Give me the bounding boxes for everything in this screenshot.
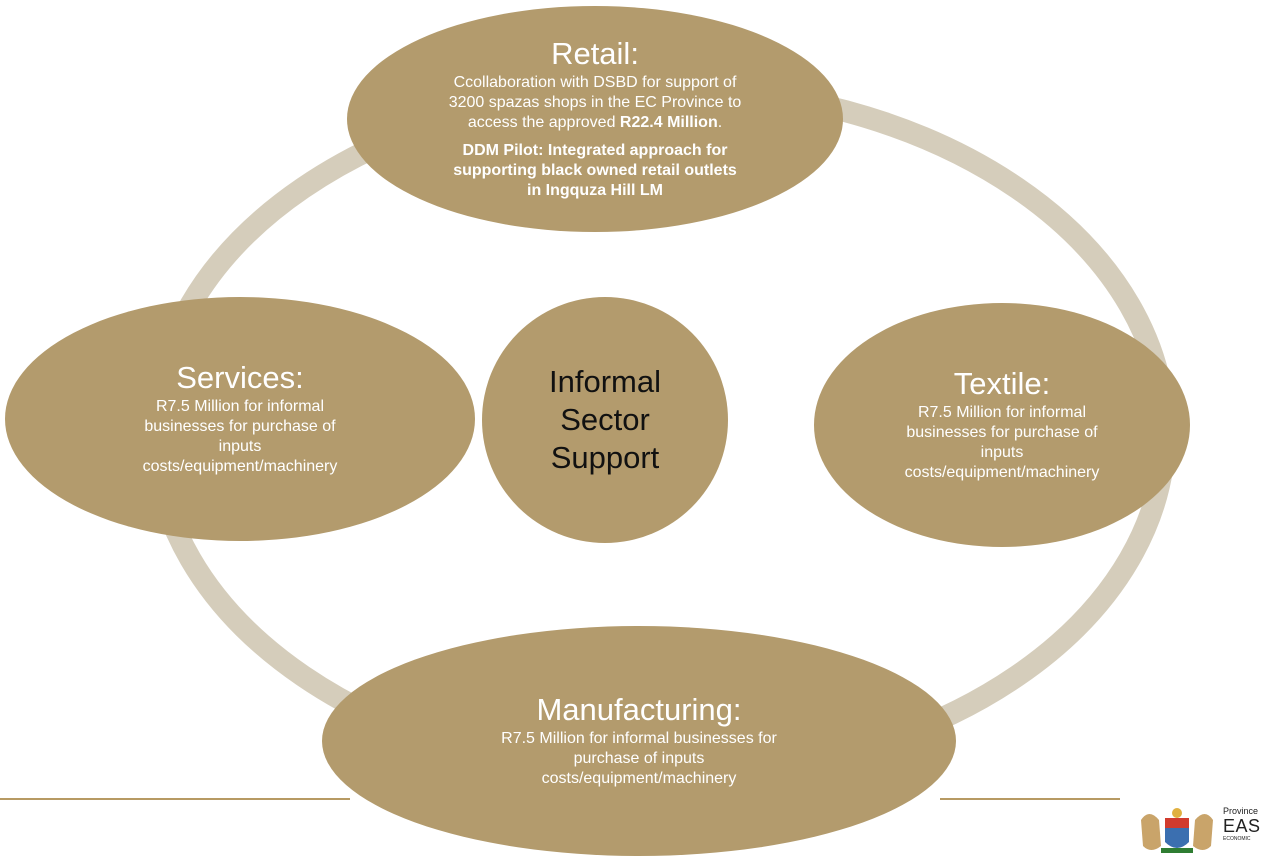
textile-title: Textile: [953, 366, 1051, 401]
services-title: Services: [176, 360, 304, 395]
province-logo: Province EAS ECONOMIC [1135, 806, 1261, 856]
retail-node: Retail: Ccollaboration with DSBD for sup… [347, 6, 843, 232]
logo-text: Province EAS ECONOMIC [1223, 806, 1261, 842]
center-title: Informal Sector Support [549, 364, 661, 475]
textile-description: R7.5 Million for informal businesses for… [904, 404, 1100, 481]
manufacturing-node: Manufacturing: R7.5 Million for informal… [322, 626, 956, 856]
bottom-rule-left [0, 798, 350, 800]
retail-description: Ccollaboration with DSBD for support of … [448, 74, 742, 131]
coat-of-arms-icon [1135, 808, 1219, 856]
center-node: Informal Sector Support [482, 297, 728, 543]
services-node: Services: R7.5 Million for informal busi… [5, 297, 475, 541]
services-description: R7.5 Million for informal businesses for… [142, 398, 338, 475]
retail-ddm-note: DDM Pilot: Integrated approach for suppo… [453, 142, 737, 199]
manufacturing-description: R7.5 Million for informal businesses for… [501, 730, 777, 787]
manufacturing-title: Manufacturing: [536, 692, 742, 727]
bottom-rule-right [940, 798, 1120, 800]
textile-node: Textile: R7.5 Million for informal busin… [814, 303, 1190, 547]
retail-title: Retail: [551, 36, 639, 71]
